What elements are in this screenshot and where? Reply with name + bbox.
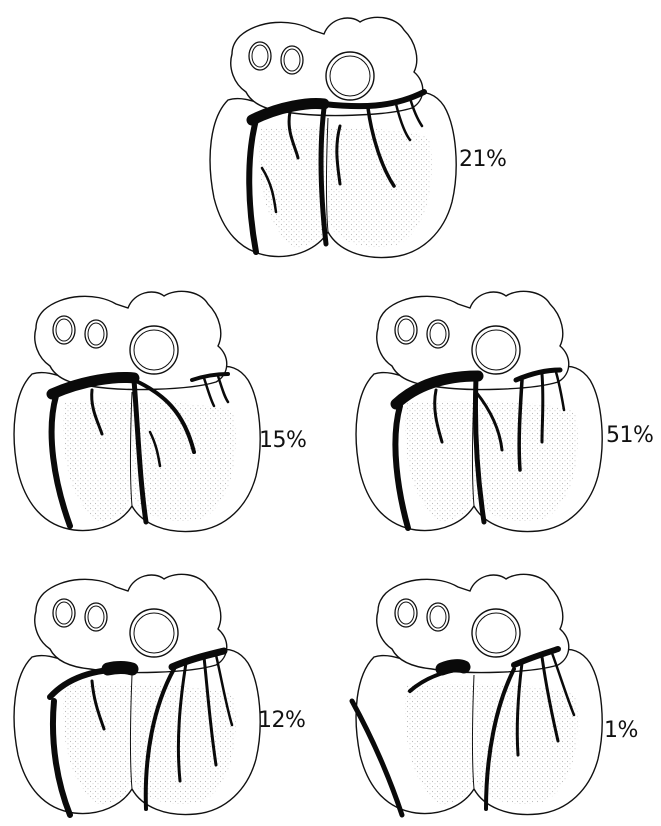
left-main-stump [108, 668, 132, 670]
percentage-label-3: 51% [606, 423, 653, 448]
stipple-shading [259, 127, 432, 248]
heart-diagram-5 [346, 565, 616, 825]
heart-diagram-2 [4, 282, 274, 542]
percentage-label-2: 15% [259, 428, 306, 453]
aorta-icon [472, 609, 520, 657]
heart-drawing [346, 282, 616, 542]
heart-diagram-1 [200, 8, 470, 268]
aorta-icon [326, 52, 374, 100]
aorta-icon [130, 609, 178, 657]
heart-drawing [4, 565, 274, 825]
aorta-icon [130, 326, 178, 374]
heart-drawing [200, 8, 470, 268]
stipple-shading [405, 401, 578, 522]
left-main-stump [442, 666, 464, 669]
stipple-shading [63, 401, 236, 522]
percentage-label-4: 12% [258, 708, 305, 733]
marginal-branch-2 [542, 374, 543, 442]
heart-drawing [346, 565, 616, 825]
percentage-label-5: 1% [604, 718, 638, 743]
percentage-label-1: 21% [459, 147, 506, 172]
heart-diagram-3 [346, 282, 616, 542]
aorta-icon [472, 326, 520, 374]
heart-drawing [4, 282, 274, 542]
heart-diagram-4 [4, 565, 274, 825]
